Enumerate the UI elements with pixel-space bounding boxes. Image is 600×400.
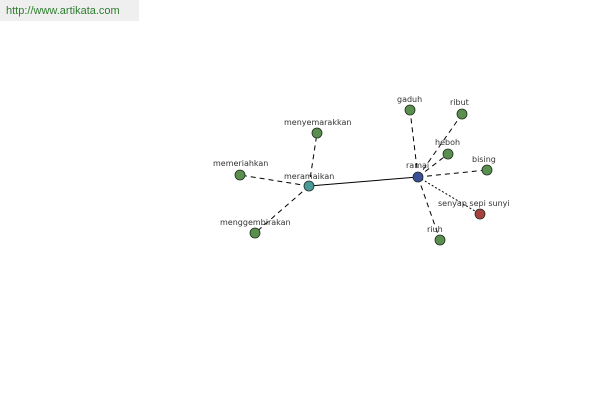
- node-label-senyap: senyap sepi sunyi: [438, 199, 510, 208]
- node-label-memeriahkan: memeriahkan: [213, 159, 268, 168]
- edge-meramaikan-memeriahkan: [239, 174, 310, 187]
- node-heboh[interactable]: heboh: [435, 138, 460, 160]
- node-ramai[interactable]: ramai: [406, 161, 429, 183]
- url-bar: http://www.artikata.com: [0, 0, 139, 21]
- node-circle-ramai[interactable]: [412, 171, 424, 183]
- node-meramaikan[interactable]: meramaikan: [284, 172, 334, 192]
- node-label-riuh: riuh: [427, 225, 443, 234]
- node-label-ramai: ramai: [406, 161, 429, 170]
- node-circle-menggembirakan[interactable]: [249, 227, 261, 239]
- site-url-link[interactable]: http://www.artikata.com: [6, 5, 120, 17]
- node-bising[interactable]: bising: [472, 155, 496, 176]
- nodes-layer: ramai meramaikan menyemarakkan memeriahkan m…: [213, 95, 510, 246]
- node-menyemarakkan[interactable]: menyemarakkan: [284, 118, 351, 139]
- node-ribut[interactable]: ribut: [450, 98, 469, 120]
- node-memeriahkan[interactable]: memeriahkan: [213, 159, 268, 181]
- node-menggembirakan[interactable]: menggembirakan: [220, 218, 291, 239]
- node-riuh[interactable]: riuh: [427, 225, 446, 246]
- node-label-menyemarakkan: menyemarakkan: [284, 118, 351, 127]
- node-senyap[interactable]: senyap sepi sunyi: [438, 199, 510, 220]
- node-circle-memeriahkan[interactable]: [234, 169, 246, 181]
- edge-ramai-heboh: [417, 153, 449, 178]
- edge-ramai-senyap: [417, 176, 481, 215]
- node-circle-senyap[interactable]: [474, 208, 486, 220]
- node-circle-gaduh[interactable]: [404, 104, 416, 116]
- node-circle-ribut[interactable]: [456, 108, 468, 120]
- node-circle-bising[interactable]: [481, 164, 493, 176]
- node-circle-heboh[interactable]: [442, 148, 454, 160]
- node-label-bising: bising: [472, 155, 496, 164]
- edge-ramai-ribut: [417, 113, 463, 178]
- node-label-heboh: heboh: [435, 138, 460, 147]
- node-label-meramaikan: meramaikan: [284, 172, 334, 181]
- node-label-menggembirakan: menggembirakan: [220, 218, 291, 227]
- node-gaduh[interactable]: gaduh: [397, 95, 422, 116]
- node-circle-riuh[interactable]: [434, 234, 446, 246]
- edge-ramai-meramaikan: [308, 176, 419, 187]
- edges-layer: [239, 109, 488, 241]
- edge-ramai-bising: [417, 169, 488, 178]
- node-label-gaduh: gaduh: [397, 95, 422, 104]
- node-circle-menyemarakkan[interactable]: [311, 127, 323, 139]
- edge-meramaikan-menggembirakan: [254, 185, 310, 234]
- edge-ramai-gaduh: [409, 109, 419, 178]
- edge-ramai-riuh: [417, 176, 441, 241]
- node-circle-meramaikan[interactable]: [303, 180, 315, 192]
- node-label-ribut: ribut: [450, 98, 469, 107]
